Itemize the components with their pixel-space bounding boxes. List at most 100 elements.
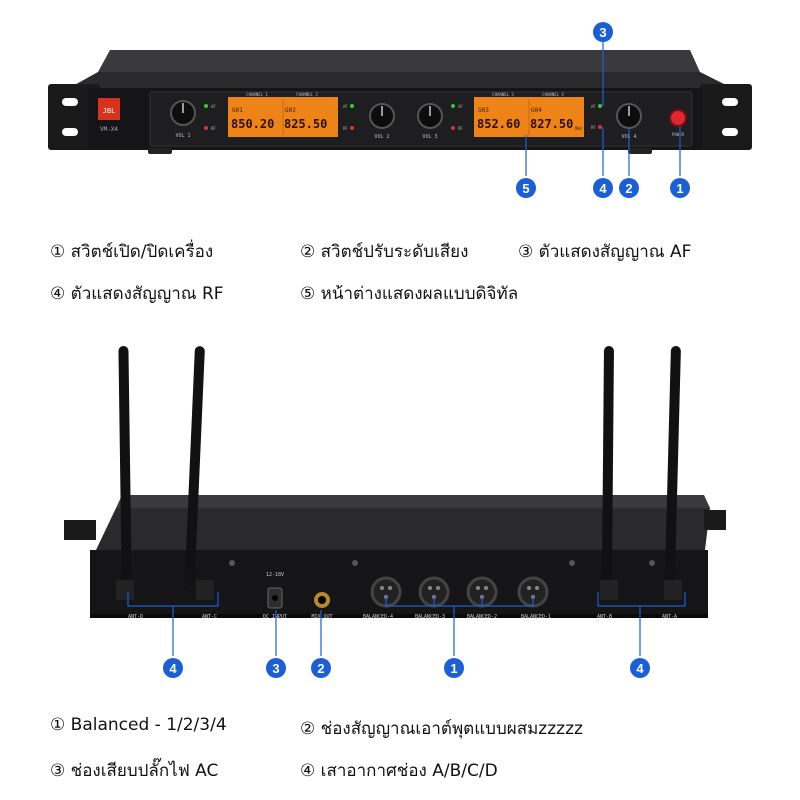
- svg-text:1: 1: [450, 661, 457, 676]
- svg-text:3: 3: [599, 25, 606, 40]
- legend-back-1: ① Balanced - 1/2/3/4: [50, 715, 227, 735]
- badge-5-front: 5: [516, 178, 536, 198]
- channel-label-2: CHANNEL 2: [296, 92, 318, 97]
- af-label-4: AF: [591, 104, 596, 109]
- badge-2-front: 2: [619, 178, 639, 198]
- legend-text: เสาอากาศช่อง A/B/C/D: [320, 761, 498, 781]
- legend-front-5: ⑤ หน้าต่างแสดงผลแบบดิจิทัล: [300, 280, 518, 307]
- legend-num: ③: [518, 242, 534, 262]
- mhz-unit: MHz: [575, 126, 583, 131]
- legend-num: ⑤: [300, 284, 316, 304]
- rf-label-2: RF: [343, 126, 348, 131]
- svg-text:4: 4: [599, 181, 607, 196]
- jbl-logo: [98, 98, 120, 120]
- antenna-b: [600, 346, 618, 600]
- legend-text: หน้าต่างแสดงผลแบบดิจิทัล: [320, 284, 519, 304]
- antenna-d: [116, 346, 134, 600]
- freq-ch3: 852.60: [477, 117, 520, 131]
- badge-3-back: 3: [266, 658, 286, 678]
- chassis-top: [62, 72, 740, 92]
- legend-num: ④: [300, 761, 316, 781]
- group-ch3: G03: [478, 107, 489, 114]
- badge-1-front: 1: [670, 178, 690, 198]
- dc-input-label: DC INPUT: [263, 614, 287, 620]
- freq-ch4: 827.50: [530, 117, 573, 131]
- svg-text:2: 2: [317, 661, 324, 676]
- ant-b-label: ANT-B: [597, 614, 612, 620]
- channel-label-1: CHANNEL 1: [246, 92, 268, 97]
- legend-text: ตัวแสดงสัญญาณ AF: [538, 242, 692, 262]
- ant-a-label: ANT-A: [662, 614, 677, 620]
- legend-front-2: ② สวิตช์ปรับระดับเสียง: [300, 238, 468, 265]
- rack-ear-right: [700, 84, 752, 150]
- rf-label-1: RF: [211, 126, 216, 131]
- legend-front-4: ④ ตัวแสดงสัญญาณ RF: [50, 280, 224, 307]
- af-label-2: AF: [343, 104, 348, 109]
- voltage-label: 12-18V: [266, 572, 284, 578]
- antenna-a: [664, 346, 682, 600]
- ant-c-label: ANT-C: [202, 614, 217, 620]
- vol-label-3: VOL 3: [422, 134, 437, 140]
- ant-d-label: ANT-D: [128, 614, 143, 620]
- legend-back-4: ④ เสาอากาศช่อง A/B/C/D: [300, 757, 498, 784]
- legend-num: ①: [50, 715, 66, 735]
- legend-text: ช่องเสียบปลั๊กไฟ AC: [70, 761, 219, 781]
- legend-back-2: ② ช่องสัญญาณเอาต์พุตแบบผสมzzzzz: [300, 715, 583, 742]
- freq-ch1: 850.20: [231, 117, 274, 131]
- legend-num: ②: [300, 242, 316, 262]
- power-label: POWER: [672, 132, 685, 137]
- balanced-4-label: BALANCED-4: [363, 614, 393, 620]
- balanced-1-label: BALANCED-1: [521, 614, 551, 620]
- group-ch4: G04: [531, 107, 542, 114]
- xlr-port-4[interactable]: [370, 576, 402, 608]
- legend-num: ②: [300, 719, 316, 739]
- badge-2-back: 2: [311, 658, 331, 678]
- legend-text: ตัวแสดงสัญญาณ RF: [70, 284, 224, 304]
- legend-text: สวิตช์ปรับระดับเสียง: [320, 242, 469, 262]
- legend-num: ①: [50, 242, 66, 262]
- legend-text: ช่องสัญญาณเอาต์พุตแบบผสมzzzzz: [320, 719, 583, 739]
- af-indicator: [598, 104, 602, 108]
- rack-ear-left: [48, 84, 100, 150]
- channel-label-4: CHANNEL 4: [542, 92, 564, 97]
- svg-text:1: 1: [676, 181, 683, 196]
- af-label-3: AF: [458, 104, 463, 109]
- channel-label-3: CHANNEL 3: [492, 92, 514, 97]
- svg-text:2: 2: [625, 181, 632, 196]
- legend-text: Balanced - 1/2/3/4: [70, 715, 227, 735]
- badge-3-front: 3: [593, 22, 613, 42]
- legend-front-3: ③ ตัวแสดงสัญญาณ AF: [518, 238, 691, 265]
- mix-out-label: MIX OUT: [311, 614, 332, 620]
- af-label-1: AF: [211, 104, 216, 109]
- vol-label-2: VOL 2: [374, 134, 389, 140]
- brand-text: JBL: [103, 107, 116, 115]
- balanced-3-label: BALANCED-3: [415, 614, 445, 620]
- freq-ch2: 825.50: [284, 117, 327, 131]
- group-ch2: G02: [285, 107, 296, 114]
- rf-label-3: RF: [458, 126, 463, 131]
- chassis-top-back: [96, 508, 710, 550]
- balanced-2-label: BALANCED-2: [467, 614, 497, 620]
- rf-indicator: [598, 125, 602, 129]
- badge-1-back: 1: [444, 658, 464, 678]
- vol-label-1: VOL 1: [175, 133, 190, 139]
- svg-text:4: 4: [169, 661, 177, 676]
- badge-4-front: 4: [593, 178, 613, 198]
- legend-num: ④: [50, 284, 66, 304]
- legend-num: ③: [50, 761, 66, 781]
- antenna-c: [184, 346, 214, 600]
- legend-back-3: ③ ช่องเสียบปลั๊กไฟ AC: [50, 757, 218, 784]
- rf-label-4: RF: [591, 125, 596, 130]
- badge-4-back-left: 4: [163, 658, 183, 678]
- power-button[interactable]: [669, 109, 687, 127]
- svg-text:5: 5: [522, 181, 529, 196]
- badge-4-back-right: 4: [630, 658, 650, 678]
- legend-text: สวิตช์เปิด/ปิดเครื่อง: [70, 242, 214, 262]
- svg-text:3: 3: [272, 661, 279, 676]
- group-ch1: G01: [232, 107, 243, 114]
- svg-text:4: 4: [636, 661, 644, 676]
- model-text: VM-X4: [100, 126, 118, 133]
- legend-front-1: ① สวิตช์เปิด/ปิดเครื่อง: [50, 238, 213, 265]
- front-panel-illustration: JBL VM-X4 VOL 1 AF RF CHANNEL 1 CHANNEL …: [48, 22, 752, 198]
- back-panel-illustration: ANT-D ANT-C ANT-B ANT-A 12-18V DC INPUT …: [64, 346, 726, 678]
